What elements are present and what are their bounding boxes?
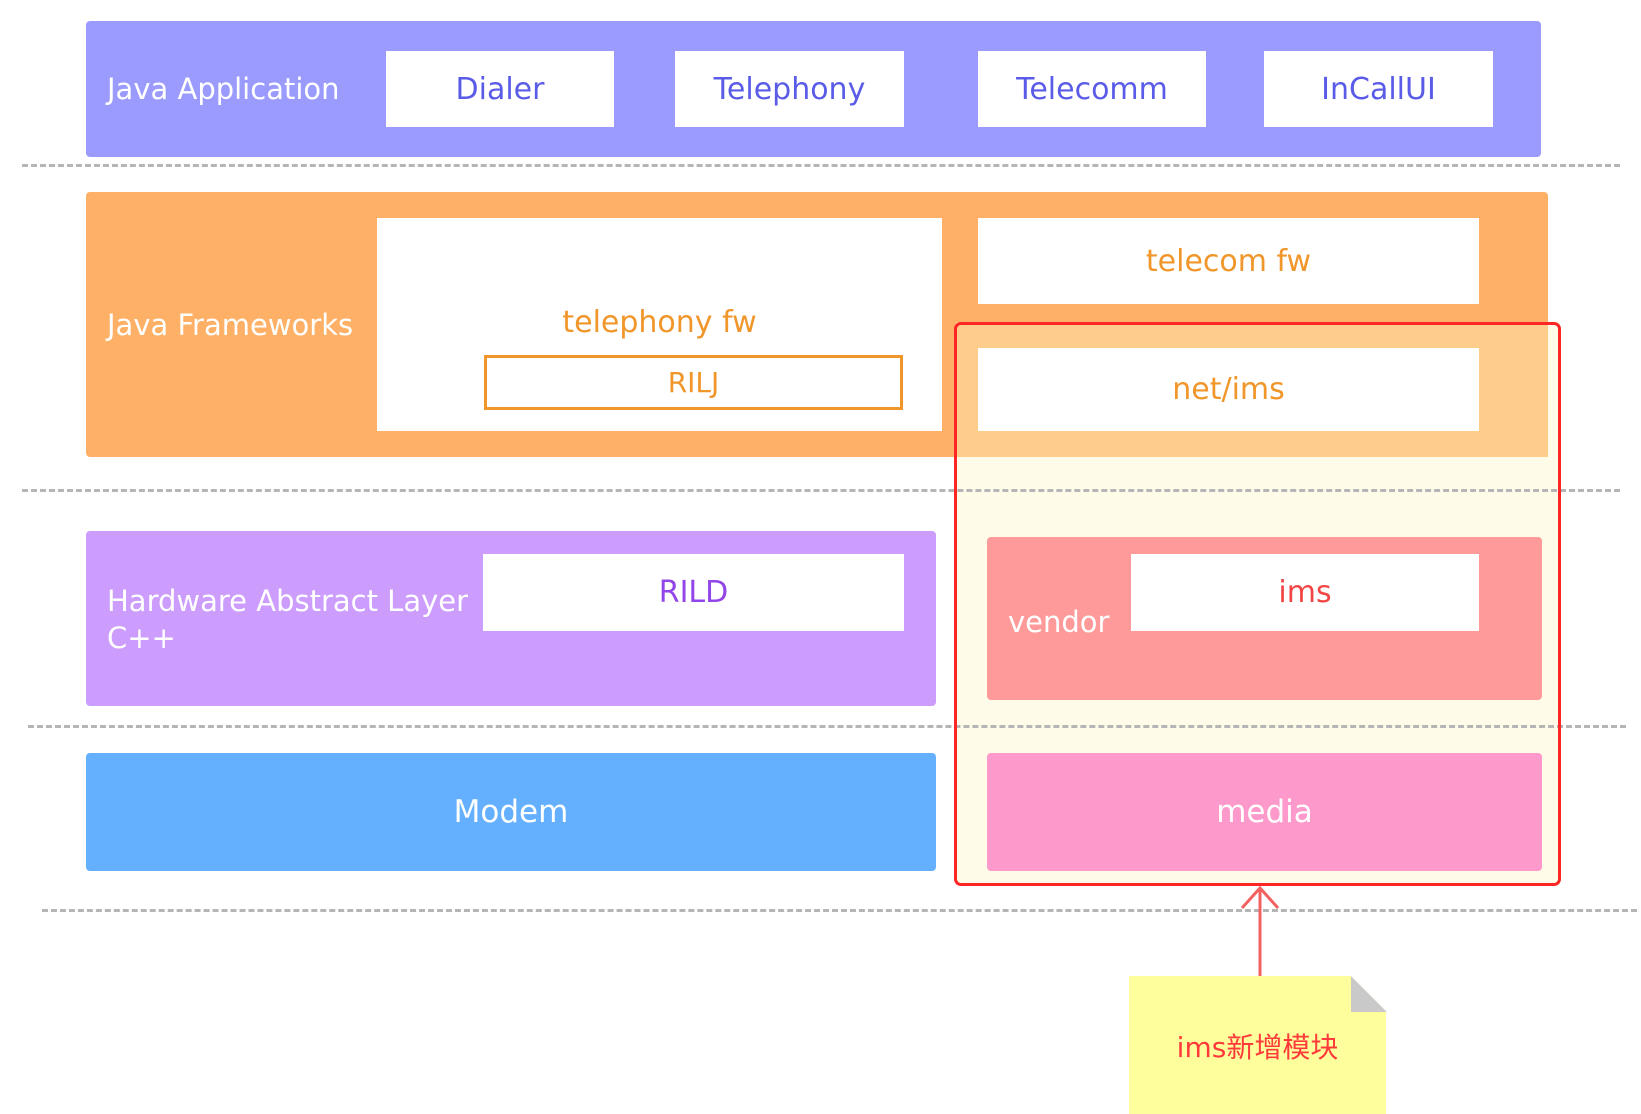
arrow-icon bbox=[1240, 886, 1280, 978]
vendor-label: vendor bbox=[1008, 605, 1110, 639]
media-layer: media bbox=[987, 753, 1542, 871]
java-frameworks-label: Java Frameworks bbox=[107, 308, 354, 342]
telecom-fw-box: telecom fw bbox=[978, 218, 1479, 304]
note-fold-icon bbox=[1351, 976, 1387, 1012]
telephony-module: Telephony bbox=[675, 51, 904, 127]
layer-divider bbox=[22, 164, 1620, 167]
layer-divider bbox=[22, 489, 1620, 492]
ims-highlight-frame bbox=[954, 322, 1561, 886]
telephony-fw-label: telephony fw bbox=[562, 305, 757, 340]
note-text: ims新增模块 bbox=[1176, 1031, 1339, 1064]
layer-divider bbox=[42, 909, 1637, 912]
dialer-module: Dialer bbox=[386, 51, 614, 127]
hal-label-line2: C++ bbox=[107, 621, 176, 655]
modem-layer: Modem bbox=[86, 753, 936, 871]
hal-label-line1: Hardware Abstract Layer bbox=[107, 584, 469, 618]
net-ims-box: net/ims bbox=[978, 348, 1479, 431]
rilj-module: RILJ bbox=[484, 355, 903, 410]
rild-module: RILD bbox=[483, 554, 904, 631]
java-application-label: Java Application bbox=[107, 72, 340, 106]
telecomm-module: Telecomm bbox=[978, 51, 1206, 127]
note-box bbox=[1129, 976, 1386, 1114]
ims-module: ims bbox=[1131, 554, 1479, 631]
layer-divider bbox=[28, 725, 1626, 728]
incallui-module: InCallUI bbox=[1264, 51, 1493, 127]
